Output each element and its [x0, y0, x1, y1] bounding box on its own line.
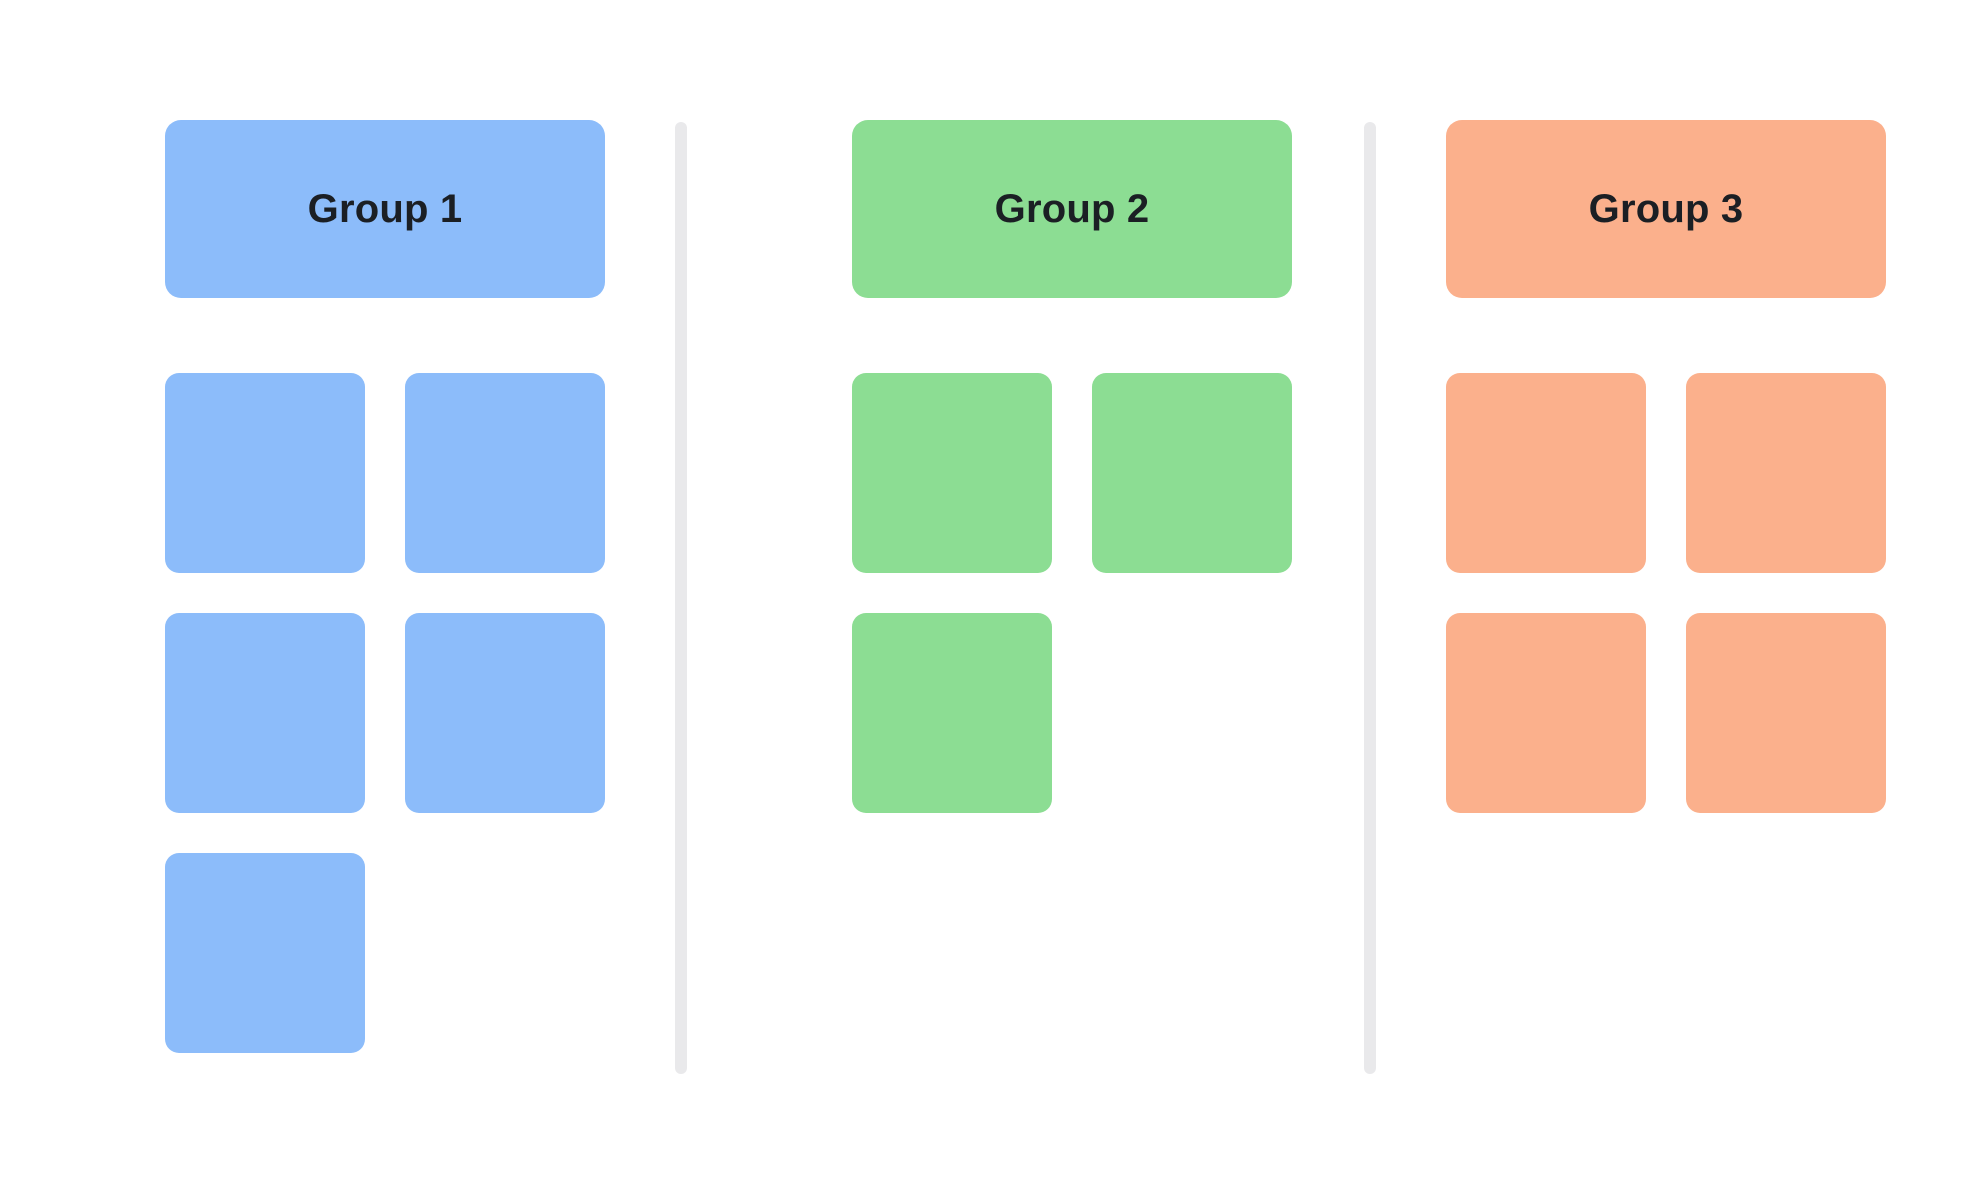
group-header-label-1: Group 1 — [307, 187, 463, 231]
tile[interactable] — [405, 373, 605, 573]
group-divider-1 — [675, 122, 687, 1074]
tile[interactable] — [405, 613, 605, 813]
tile[interactable] — [1686, 613, 1886, 813]
group-divider-2 — [1364, 122, 1376, 1074]
group-header-1[interactable]: Group 1 — [165, 120, 605, 298]
tile[interactable] — [1446, 613, 1646, 813]
tile[interactable] — [852, 613, 1052, 813]
group-header-2[interactable]: Group 2 — [852, 120, 1292, 298]
tile-grid-2 — [852, 373, 1292, 813]
tile[interactable] — [1446, 373, 1646, 573]
group-header-label-3: Group 3 — [1588, 187, 1744, 231]
tile[interactable] — [852, 373, 1052, 573]
tile[interactable] — [1092, 373, 1292, 573]
group-column-1[interactable]: Group 1 — [165, 0, 605, 1053]
group-column-2[interactable]: Group 2 — [852, 0, 1292, 813]
group-column-3[interactable]: Group 3 — [1446, 0, 1886, 813]
group-header-3[interactable]: Group 3 — [1446, 120, 1886, 298]
tile[interactable] — [165, 373, 365, 573]
tile-grid-1 — [165, 373, 605, 1053]
tile[interactable] — [165, 613, 365, 813]
tile[interactable] — [165, 853, 365, 1053]
group-header-label-2: Group 2 — [994, 187, 1150, 231]
tile[interactable] — [1686, 373, 1886, 573]
tile-grid-3 — [1446, 373, 1886, 813]
